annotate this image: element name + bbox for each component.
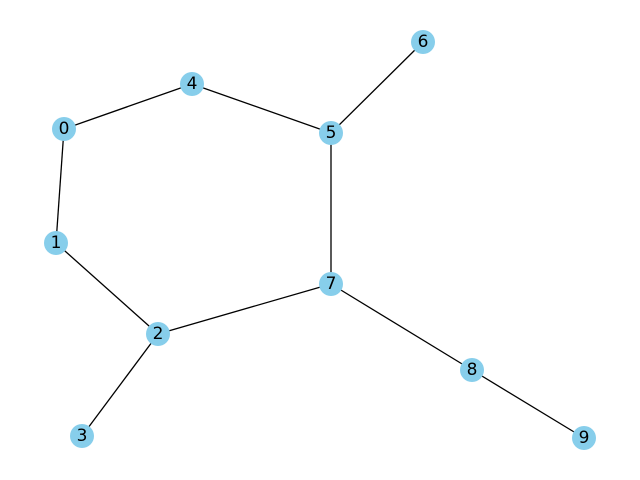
node-5: 5 <box>319 121 343 145</box>
node-7: 7 <box>319 272 343 296</box>
edge-2-7 <box>157 283 332 335</box>
edge-2-3 <box>81 333 159 437</box>
node-2: 2 <box>146 322 170 346</box>
node-6: 6 <box>411 30 435 54</box>
edge-5-6 <box>330 41 424 134</box>
edge-1-2 <box>55 242 159 335</box>
edge-0-1 <box>55 128 65 244</box>
edge-0-4 <box>63 83 193 130</box>
edge-4-5 <box>191 83 332 134</box>
node-0: 0 <box>52 117 76 141</box>
node-4: 4 <box>180 72 204 96</box>
node-8: 8 <box>460 358 484 382</box>
edge-7-8 <box>330 283 473 371</box>
edge-8-9 <box>471 369 585 439</box>
node-1: 1 <box>44 231 68 255</box>
node-9: 9 <box>572 426 596 450</box>
node-3: 3 <box>70 424 94 448</box>
